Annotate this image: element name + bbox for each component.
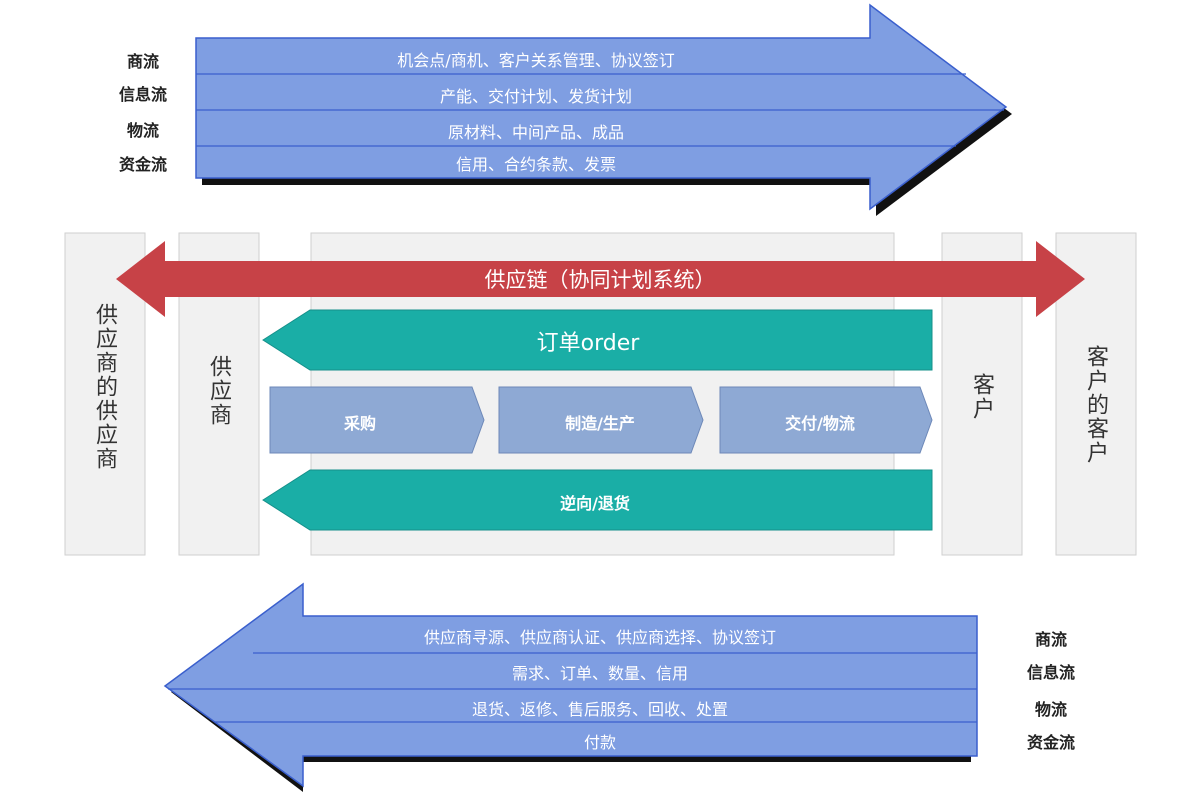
bottom-flow-label-funds: 资金流: [1026, 733, 1075, 752]
bottom-band-text: 退货、返修、售后服务、回收、处置: [471, 700, 728, 719]
top-flow-label-information: 信息流: [118, 85, 167, 104]
reverse-label: 逆向/退货: [560, 494, 630, 513]
supply-chain-label: 供应链（协同计划系统）: [484, 268, 716, 292]
top-band-text: 机会点/商机、客户关系管理、协议签订: [397, 51, 675, 70]
chevron-procurement: [269, 386, 485, 454]
reverse-arrow: [262, 469, 933, 531]
top-band-text: 原材料、中间产品、成品: [447, 123, 624, 142]
top-flow-arrow: [195, 3, 1008, 211]
chevron-delivery: [719, 386, 933, 454]
order-arrow: [262, 309, 933, 371]
top-band-text: 产能、交付计划、发货计划: [439, 87, 632, 106]
bottom-flow-arrow: [163, 582, 978, 788]
bottom-band-text: 供应商寻源、供应商认证、供应商选择、协议签订: [423, 628, 776, 647]
bottom-band-text: 付款: [583, 733, 616, 752]
process-procurement-label: 采购: [343, 414, 376, 433]
chevron-manufacturing: [498, 386, 704, 454]
top-flow-label-commerce: 商流: [126, 52, 159, 71]
process-manufacturing-label: 制造/生产: [565, 414, 635, 433]
top-flow-label-logistics: 物流: [126, 121, 159, 140]
bottom-flow-label-logistics: 物流: [1034, 700, 1067, 719]
customer-label: 客户: [969, 373, 994, 421]
supplier-of-supplier-label: 供应商的供应商: [92, 303, 117, 471]
bottom-flow-label-information: 信息流: [1026, 663, 1075, 682]
top-band-text: 信用、合约条款、发票: [455, 155, 616, 174]
supplier-label: 供应商: [206, 355, 231, 427]
bottom-flow-label-commerce: 商流: [1034, 630, 1067, 649]
supply-chain-arrow: [116, 241, 1085, 317]
top-flow-label-funds: 资金流: [118, 155, 167, 174]
customer-of-customer-label: 客户的客户: [1083, 345, 1108, 465]
process-delivery-label: 交付/物流: [785, 414, 855, 433]
bottom-band-text: 需求、订单、数量、信用: [511, 664, 688, 683]
order-label: 订单order: [536, 331, 640, 356]
